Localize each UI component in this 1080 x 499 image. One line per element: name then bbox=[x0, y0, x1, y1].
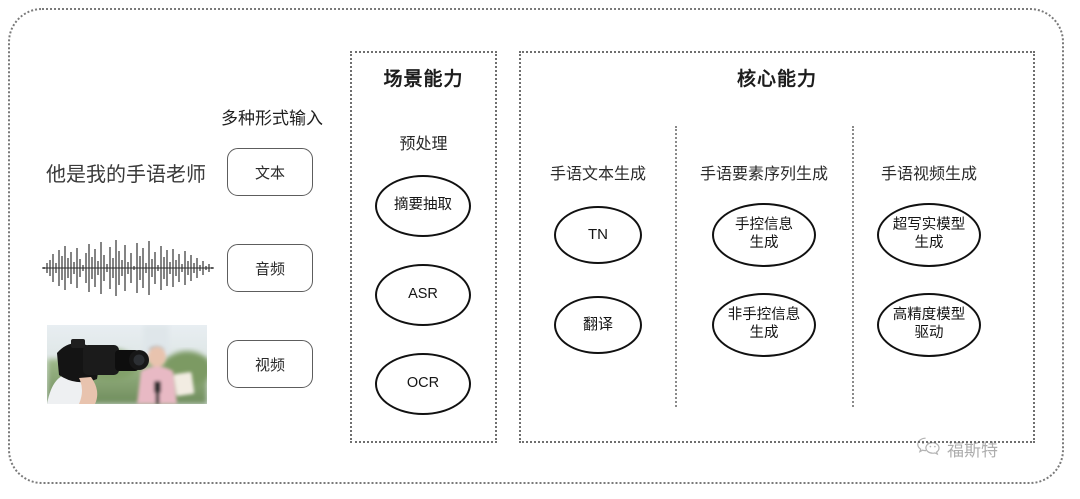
node-translate-label: 翻译 bbox=[582, 315, 613, 333]
node-tn-label: TN bbox=[588, 225, 608, 243]
core-column-2-label: 手语要素序列生成 bbox=[699, 166, 828, 183]
core-column-divider-1 bbox=[675, 126, 677, 407]
node-nonmanual-signal-generation[interactable]: 非手控信息 生成 bbox=[712, 293, 816, 357]
core-capability-title: 核心能力 bbox=[736, 69, 817, 90]
node-nonmanual-signal-generation-label: 非手控信息 生成 bbox=[727, 307, 801, 341]
node-hyperrealistic-model-generation[interactable]: 超写实模型 生成 bbox=[877, 203, 981, 267]
node-ocr[interactable]: OCR bbox=[375, 353, 471, 415]
sample-sentence-text: 他是我的手语老师 bbox=[46, 164, 206, 186]
core-column-1-label: 手语文本生成 bbox=[549, 166, 646, 183]
wechat-icon bbox=[916, 436, 942, 461]
core-capability-box bbox=[519, 51, 1035, 443]
input-type-audio-label: 音频 bbox=[254, 260, 285, 278]
node-asr-label: ASR bbox=[408, 286, 438, 303]
scene-capability-title: 场景能力 bbox=[383, 69, 464, 90]
video-thumbnail-image bbox=[47, 325, 207, 404]
outer-frame bbox=[8, 8, 1064, 484]
scene-capability-box bbox=[350, 51, 497, 443]
watermark: 福斯特 bbox=[916, 436, 998, 461]
scene-preprocess-label: 预处理 bbox=[399, 136, 448, 153]
watermark-text: 福斯特 bbox=[947, 441, 998, 460]
input-type-text-button[interactable]: 文本 bbox=[227, 148, 313, 196]
node-manual-signal-generation-label: 手控信息 生成 bbox=[735, 217, 793, 251]
node-summary-extraction[interactable]: 摘要抽取 bbox=[375, 175, 471, 237]
node-asr[interactable]: ASR bbox=[375, 264, 471, 326]
node-summary-extraction-label: 摘要抽取 bbox=[394, 197, 452, 214]
audio-waveform-icon bbox=[42, 236, 214, 300]
core-column-divider-2 bbox=[852, 126, 854, 407]
node-tn[interactable]: TN bbox=[554, 206, 642, 264]
node-highprecision-model-driving-label: 高精度模型 驱动 bbox=[892, 307, 966, 341]
input-section-heading: 多种形式输入 bbox=[221, 109, 323, 128]
input-type-audio-button[interactable]: 音频 bbox=[227, 244, 313, 292]
node-ocr-label: OCR bbox=[406, 375, 440, 392]
node-manual-signal-generation[interactable]: 手控信息 生成 bbox=[712, 203, 816, 267]
node-hyperrealistic-model-generation-label: 超写实模型 生成 bbox=[892, 217, 966, 251]
core-column-3-label: 手语视频生成 bbox=[880, 166, 977, 183]
input-type-text-label: 文本 bbox=[254, 164, 285, 182]
input-type-video-button[interactable]: 视频 bbox=[227, 340, 313, 388]
input-type-video-label: 视频 bbox=[254, 356, 285, 374]
node-translate[interactable]: 翻译 bbox=[554, 296, 642, 354]
node-highprecision-model-driving[interactable]: 高精度模型 驱动 bbox=[877, 293, 981, 357]
